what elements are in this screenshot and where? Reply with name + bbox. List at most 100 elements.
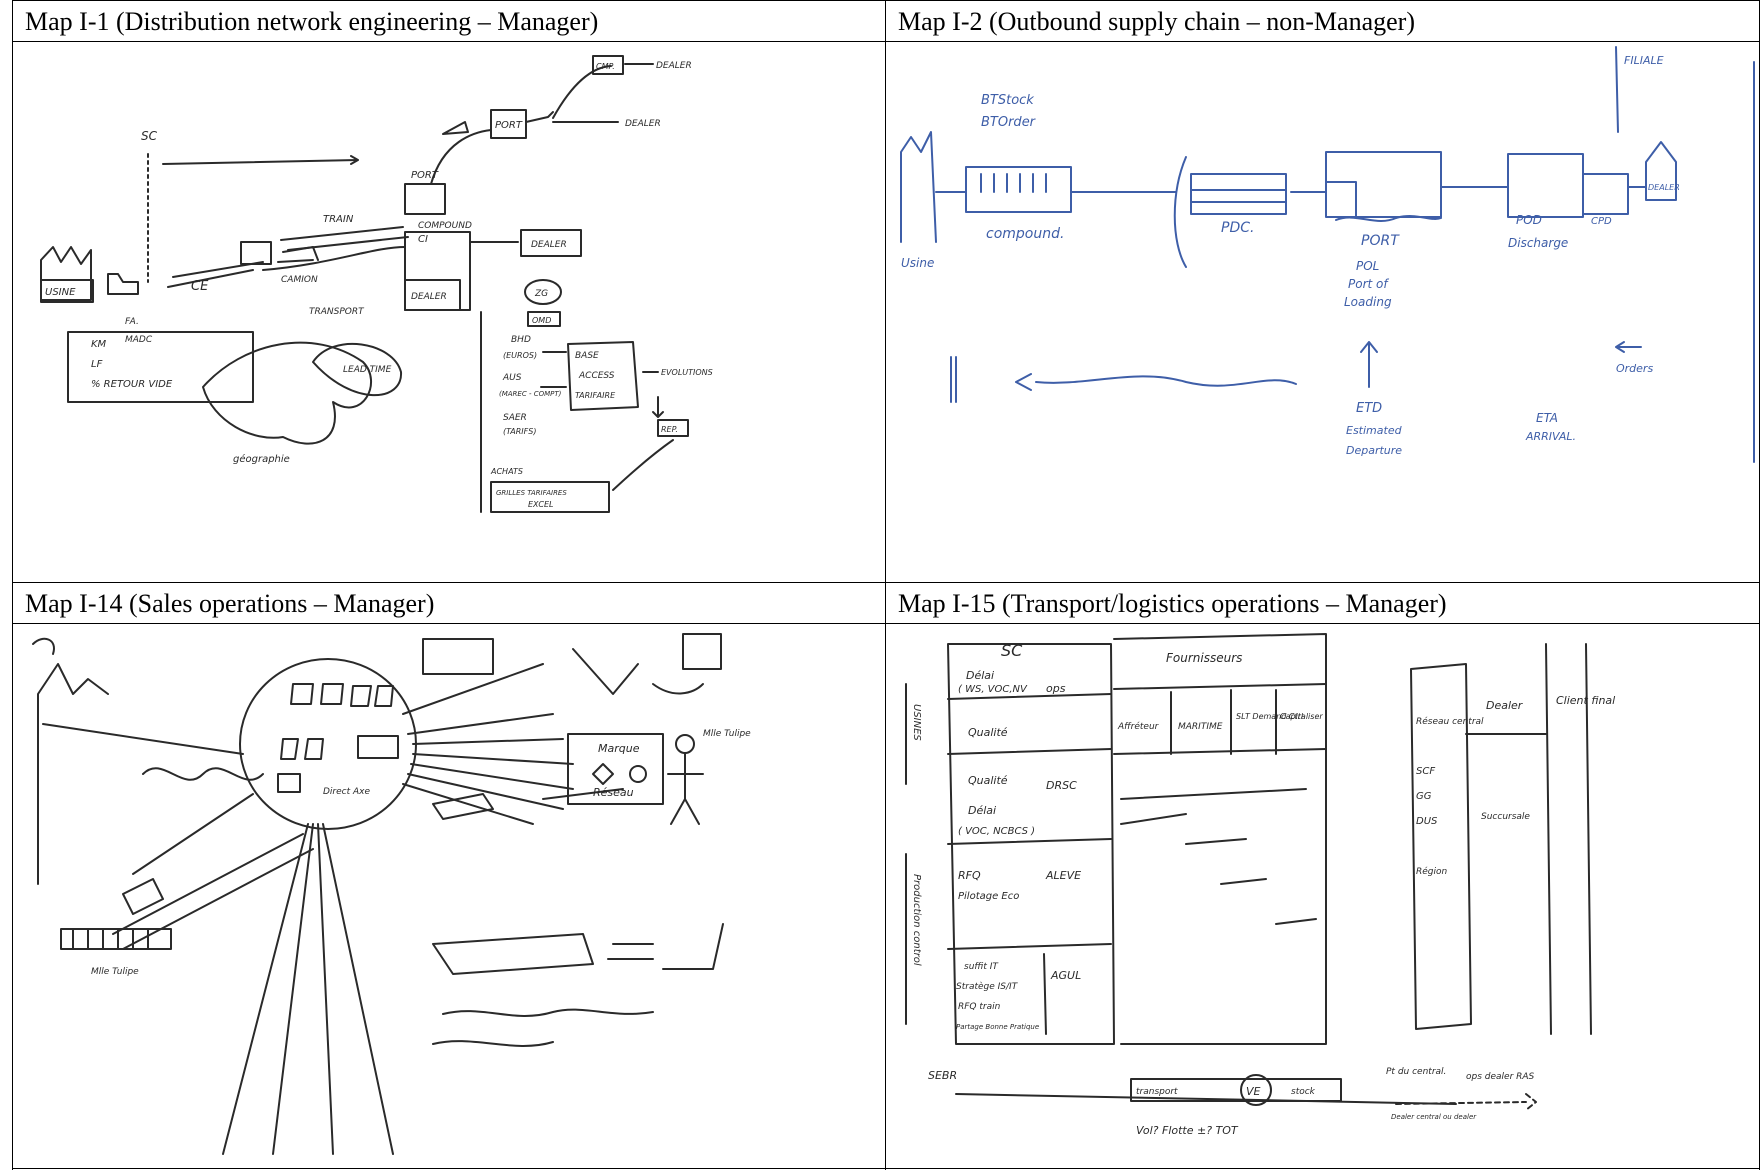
- label-stratege: Stratège IS/IT: [956, 981, 1019, 992]
- map-i-2-sketch: BTStock BTOrder FILIALE Usine compound. …: [885, 42, 1760, 582]
- label-port-2: PORT: [1361, 233, 1400, 249]
- label-pilotage-eco: Pilotage Eco: [958, 891, 1019, 902]
- label-ve: VE: [1246, 1085, 1261, 1098]
- label-pod: POD: [1516, 213, 1542, 227]
- label-rfq-train: RFQ train: [958, 1002, 1001, 1012]
- label-train: TRAIN: [323, 214, 354, 225]
- label-transport: TRANSPORT: [309, 307, 365, 317]
- label-filiale: FILIALE: [1624, 54, 1664, 67]
- label-compound-2: compound.: [986, 226, 1064, 242]
- label-achats: ACHATS: [490, 467, 523, 476]
- panel-title-map-i-14: Map I-14 (Sales operations – Manager): [12, 582, 886, 624]
- label-gg: GG: [1416, 791, 1432, 802]
- map-i-1-sketch: USINE CE FA. MADC SC TRAIN CAMION TRANSP…: [12, 42, 886, 582]
- label-fa: FA.: [125, 317, 139, 327]
- factory-sketch: [37, 663, 109, 885]
- label-region: Région: [1416, 866, 1448, 877]
- label-suffit-it: suffit IT: [964, 962, 999, 972]
- label-fournisseurs: Fournisseurs: [1166, 651, 1242, 665]
- label-delai: Délai: [966, 669, 994, 682]
- truck-icon: [107, 273, 139, 295]
- label-dealer-2b: DEALER: [1648, 183, 1680, 192]
- label-omd: OMD: [532, 316, 551, 325]
- label-arrival: ARRIVAL.: [1525, 430, 1576, 443]
- label-pt-du-central: Pt du central.: [1386, 1067, 1446, 1077]
- label-dealer-central: Dealer central ou dealer: [1391, 1113, 1477, 1121]
- label-scf: SCF: [1416, 766, 1435, 777]
- map-i-14-sketch: Direct Axe Marque Réseau Mlle Tulipe: [12, 624, 886, 1170]
- panel-title-map-i-15: Map I-15 (Transport/logistics operations…: [885, 582, 1760, 624]
- label-excel: EXCEL: [528, 500, 554, 509]
- label-ws-voc: ( WS, VOC,NV: [958, 684, 1028, 695]
- label-dealer-3: DEALER: [656, 61, 692, 71]
- label-dus: DUS: [1416, 816, 1438, 827]
- label-tarifs: (TARIFS): [503, 427, 536, 436]
- label-cmp: CMP.: [596, 62, 615, 71]
- label-base: BASE: [575, 351, 599, 361]
- label-estimated: Estimated: [1346, 424, 1403, 437]
- label-tarifaire: TARIFAIRE: [575, 391, 616, 400]
- label-marec: (MAREC - COMPT): [499, 390, 562, 398]
- panel-title-map-i-1: Map I-1 (Distribution network engineerin…: [12, 0, 886, 42]
- label-qualite: Qualité: [968, 726, 1008, 739]
- label-sc-2: SC: [1001, 641, 1023, 660]
- label-usine: USINE: [45, 287, 76, 298]
- label-port-1: PORT: [411, 170, 439, 181]
- label-ci: CI: [418, 234, 428, 245]
- label-eta: ETA: [1536, 411, 1558, 425]
- label-succursale: Succursale: [1481, 812, 1530, 822]
- label-dealer-1: DEALER: [531, 240, 567, 250]
- label-km: KM: [91, 339, 107, 350]
- label-transport-i15: transport: [1136, 1087, 1178, 1097]
- factory-icon: [40, 246, 92, 301]
- label-aleve: ALEVE: [1045, 869, 1081, 882]
- map-i-2-drawing: BTStock BTOrder FILIALE Usine compound. …: [900, 46, 1755, 463]
- label-rfq: RFQ: [958, 869, 981, 882]
- label-zg: ZG: [534, 289, 548, 299]
- label-aus: AUS: [502, 373, 522, 383]
- label-etd: ETD: [1356, 401, 1382, 416]
- label-port-2: PORT: [495, 120, 523, 131]
- label-grilles-tarifaires: GRILLES TARIFAIRES: [496, 489, 567, 497]
- label-usines: USINES: [911, 704, 922, 741]
- label-pdc: PDC.: [1221, 220, 1254, 236]
- geography-blob: [202, 341, 373, 445]
- label-lead-time: LEAD TIME: [343, 365, 392, 375]
- label-evolutions: EVOLUTIONS: [661, 368, 713, 377]
- map-i-15-drawing: SC Délai ( WS, VOC,NV ops Qualité Qualit…: [905, 633, 1615, 1137]
- label-agul: AGUL: [1050, 969, 1081, 982]
- label-marque: Marque: [598, 742, 640, 755]
- label-dealer-2: DEALER: [411, 292, 447, 302]
- map-i-15-sketch: SC Délai ( WS, VOC,NV ops Qualité Qualit…: [885, 624, 1760, 1170]
- label-port-of: Port of: [1348, 277, 1389, 291]
- label-loading: Loading: [1344, 295, 1392, 309]
- label-direct-axe: Direct Axe: [323, 787, 370, 797]
- label-madc: MADC: [125, 335, 153, 345]
- dealer-house-icon: [1645, 141, 1677, 201]
- label-bhd: BHD: [511, 335, 531, 345]
- label-production-control: Production control: [911, 874, 922, 966]
- grid-bottom-border: [12, 1168, 1760, 1169]
- label-camion: CAMION: [281, 275, 318, 285]
- ship-sketch: [432, 933, 594, 975]
- label-ce: CE: [191, 279, 209, 294]
- label-partage: Partage Bonne Pratique: [956, 1023, 1039, 1031]
- label-pol: POL: [1356, 259, 1379, 273]
- label-capitaliser: Capitaliser: [1280, 712, 1323, 721]
- label-sebr: SEBR: [928, 1069, 957, 1082]
- label-ops-dealer: ops dealer RAS: [1466, 1072, 1535, 1082]
- label-sc: SC: [141, 129, 158, 143]
- label-drsc: DRSC: [1046, 779, 1077, 792]
- usine-icon: [900, 131, 937, 243]
- label-lf: LF: [91, 359, 103, 370]
- label-btstock: BTStock: [981, 93, 1034, 108]
- map-i-14-drawing: Direct Axe Marque Réseau Mlle Tulipe: [32, 633, 751, 1155]
- label-maritime: MARITIME: [1178, 722, 1223, 732]
- label-vol: Vol? Flotte ±? TOT: [1136, 1124, 1239, 1137]
- label-voc-ncbcs: ( VOC, NCBCS ): [958, 826, 1035, 837]
- label-orders: Orders: [1616, 362, 1653, 375]
- label-reseau-central: Réseau central: [1416, 716, 1484, 727]
- label-stock: stock: [1291, 1087, 1316, 1097]
- label-geographie: géographie: [233, 453, 290, 465]
- label-qualite-2: Qualité: [968, 774, 1008, 787]
